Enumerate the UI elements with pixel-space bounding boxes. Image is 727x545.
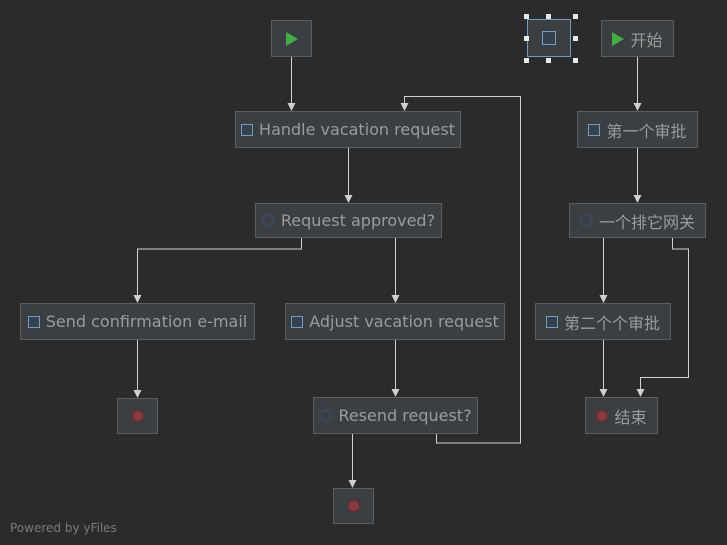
gateway-request-approved[interactable]: Request approved?	[255, 203, 442, 238]
selection-handle[interactable]	[524, 36, 529, 41]
edge-approved-to-send	[133, 238, 302, 303]
play-icon	[612, 31, 625, 46]
task-icon	[27, 315, 40, 328]
end-icon	[131, 410, 144, 422]
node-label: Handle vacation request	[259, 120, 455, 139]
gateway-icon	[261, 214, 275, 227]
node-label: Send confirmation e-mail	[45, 312, 248, 331]
end-event-node[interactable]	[117, 398, 158, 434]
task-icon	[588, 123, 601, 136]
selection-handle[interactable]	[573, 14, 578, 19]
gateway-exclusive[interactable]: 一个排它网关	[569, 203, 706, 238]
node-label: Resend request?	[338, 406, 472, 425]
selection-handle[interactable]	[573, 36, 578, 41]
end-event-node-cn[interactable]: 结束	[585, 397, 658, 434]
gateway-icon	[319, 409, 333, 422]
task-icon	[241, 123, 254, 136]
start-event-node-cn[interactable]: 开始	[601, 20, 674, 57]
task-handle-vacation-request[interactable]: Handle vacation request	[235, 111, 461, 148]
start-event-node[interactable]	[271, 20, 312, 57]
powered-by-footer: Powered by yFiles	[10, 521, 117, 535]
node-label: 一个排它网关	[598, 212, 695, 232]
task-adjust-vacation-request[interactable]: Adjust vacation request	[285, 303, 505, 340]
node-label: 开始	[630, 30, 663, 50]
gateway-resend-request[interactable]: Resend request?	[313, 397, 478, 434]
selection-handle[interactable]	[524, 14, 529, 19]
end-icon	[347, 500, 360, 512]
node-label: 第一个审批	[606, 121, 687, 141]
task-icon	[545, 315, 558, 328]
node-label: 第二个个审批	[563, 313, 660, 333]
node-label: Request approved?	[280, 211, 436, 230]
selection-handle[interactable]	[546, 58, 551, 63]
end-event-node[interactable]	[333, 488, 374, 524]
selection-handle[interactable]	[524, 58, 529, 63]
play-icon	[285, 31, 298, 46]
edge-resend-loop-to-handle	[400, 96, 521, 444]
end-icon	[596, 409, 609, 422]
gateway-icon	[579, 214, 593, 227]
selection-handle[interactable]	[573, 58, 578, 63]
task-icon	[291, 315, 304, 328]
task-send-confirmation-email[interactable]: Send confirmation e-mail	[20, 303, 255, 340]
node-label: 结束	[614, 407, 647, 427]
edge-gateway-to-end-cn	[636, 238, 689, 397]
selection-handle[interactable]	[546, 14, 551, 19]
selected-task-node[interactable]	[527, 19, 571, 57]
task-first-approval[interactable]: 第一个审批	[577, 111, 698, 148]
task-icon	[542, 31, 556, 45]
task-second-approval[interactable]: 第二个个审批	[535, 303, 671, 340]
node-label: Adjust vacation request	[309, 312, 499, 331]
